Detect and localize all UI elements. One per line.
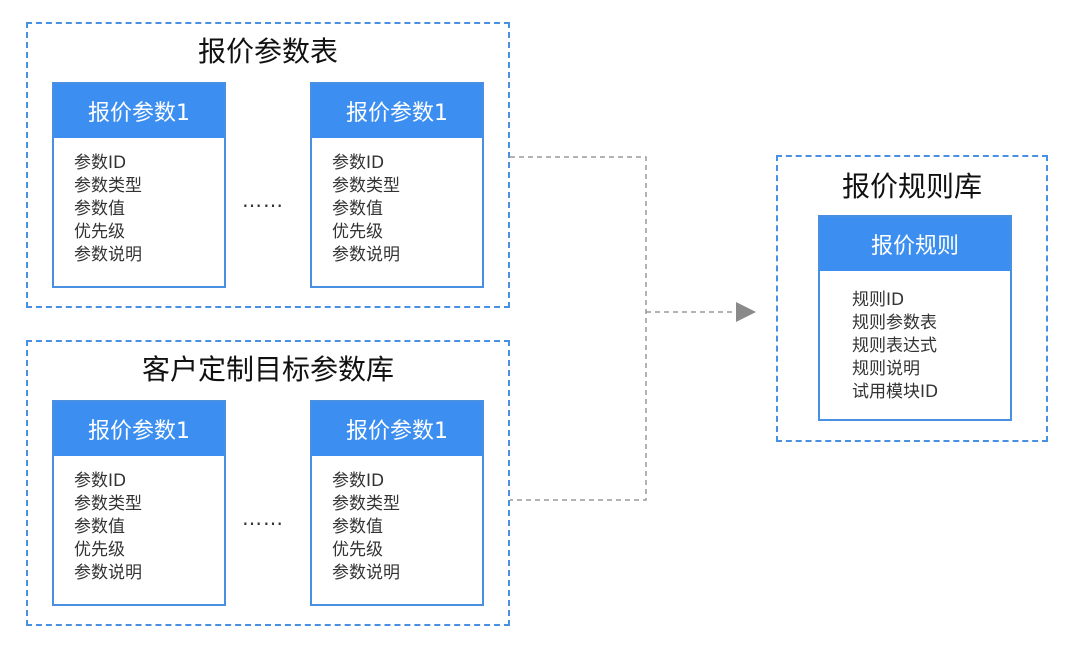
field-item: 参数类型 [74,176,142,196]
field-item: 参数说明 [74,245,142,265]
card-header: 报价参数1 [312,402,482,456]
field-item: 参数值 [332,517,383,537]
field-item: 参数值 [74,517,125,537]
group-title: 客户定制目标参数库 [141,353,394,386]
card-header: 报价参数1 [54,402,224,456]
field-item: 优先级 [74,540,125,560]
card-fields: 参数ID 参数类型 参数值 优先级 参数说明 [54,456,224,585]
field-item: 参数值 [332,199,383,219]
field-item: 试用模块ID [852,382,939,402]
param-card-2: 报价参数1 参数ID 参数类型 参数值 优先级 参数说明 [310,400,484,606]
card-header: 报价参数1 [312,84,482,138]
group-custom-target-params-lib: 客户定制目标参数库 报价参数1 参数ID 参数类型 参数值 优先级 参数说明 …… [26,340,510,626]
ellipsis: …… [242,506,284,530]
card-fields: 参数ID 参数类型 参数值 优先级 参数说明 [54,138,224,267]
param-card-2: 报价参数1 参数ID 参数类型 参数值 优先级 参数说明 [310,82,484,288]
group-title: 报价规则库 [841,170,982,203]
ellipsis: …… [242,188,284,212]
field-item: 参数ID [74,471,127,491]
param-card-1: 报价参数1 参数ID 参数类型 参数值 优先级 参数说明 [52,82,226,288]
field-item: 规则表达式 [852,336,937,356]
card-header: 报价参数1 [54,84,224,138]
field-item: 参数说明 [74,563,142,583]
card-fields: 参数ID 参数类型 参数值 优先级 参数说明 [312,456,482,585]
card-fields: 规则ID 规则参数表 规则表达式 规则说明 试用模块ID [820,271,1010,404]
field-item: 参数类型 [332,494,400,514]
field-item: 参数ID [332,153,385,173]
field-item: 优先级 [332,540,383,560]
field-item: 参数类型 [74,494,142,514]
field-item: 优先级 [74,222,125,242]
field-item: 参数值 [74,199,125,219]
arrow-head-icon [736,302,756,322]
merge-line [510,156,647,501]
group-quote-rules-lib: 报价规则库 报价规则 规则ID 规则参数表 规则表达式 规则说明 试用模块ID [776,155,1048,442]
field-item: 参数说明 [332,245,400,265]
group-quote-params-table: 报价参数表 报价参数1 参数ID 参数类型 参数值 优先级 参数说明 …… 报价… [26,22,510,308]
field-item: 规则参数表 [852,313,937,333]
rule-card: 报价规则 规则ID 规则参数表 规则表达式 规则说明 试用模块ID [818,215,1012,421]
field-item: 参数类型 [332,176,400,196]
group-title: 报价参数表 [197,35,338,68]
param-card-1: 报价参数1 参数ID 参数类型 参数值 优先级 参数说明 [52,400,226,606]
field-item: 规则ID [852,290,905,310]
field-item: 优先级 [332,222,383,242]
field-item: 参数ID [74,153,127,173]
field-item: 参数说明 [332,563,400,583]
field-item: 参数ID [332,471,385,491]
card-header: 报价规则 [820,217,1010,271]
field-item: 规则说明 [852,359,920,379]
card-fields: 参数ID 参数类型 参数值 优先级 参数说明 [312,138,482,267]
